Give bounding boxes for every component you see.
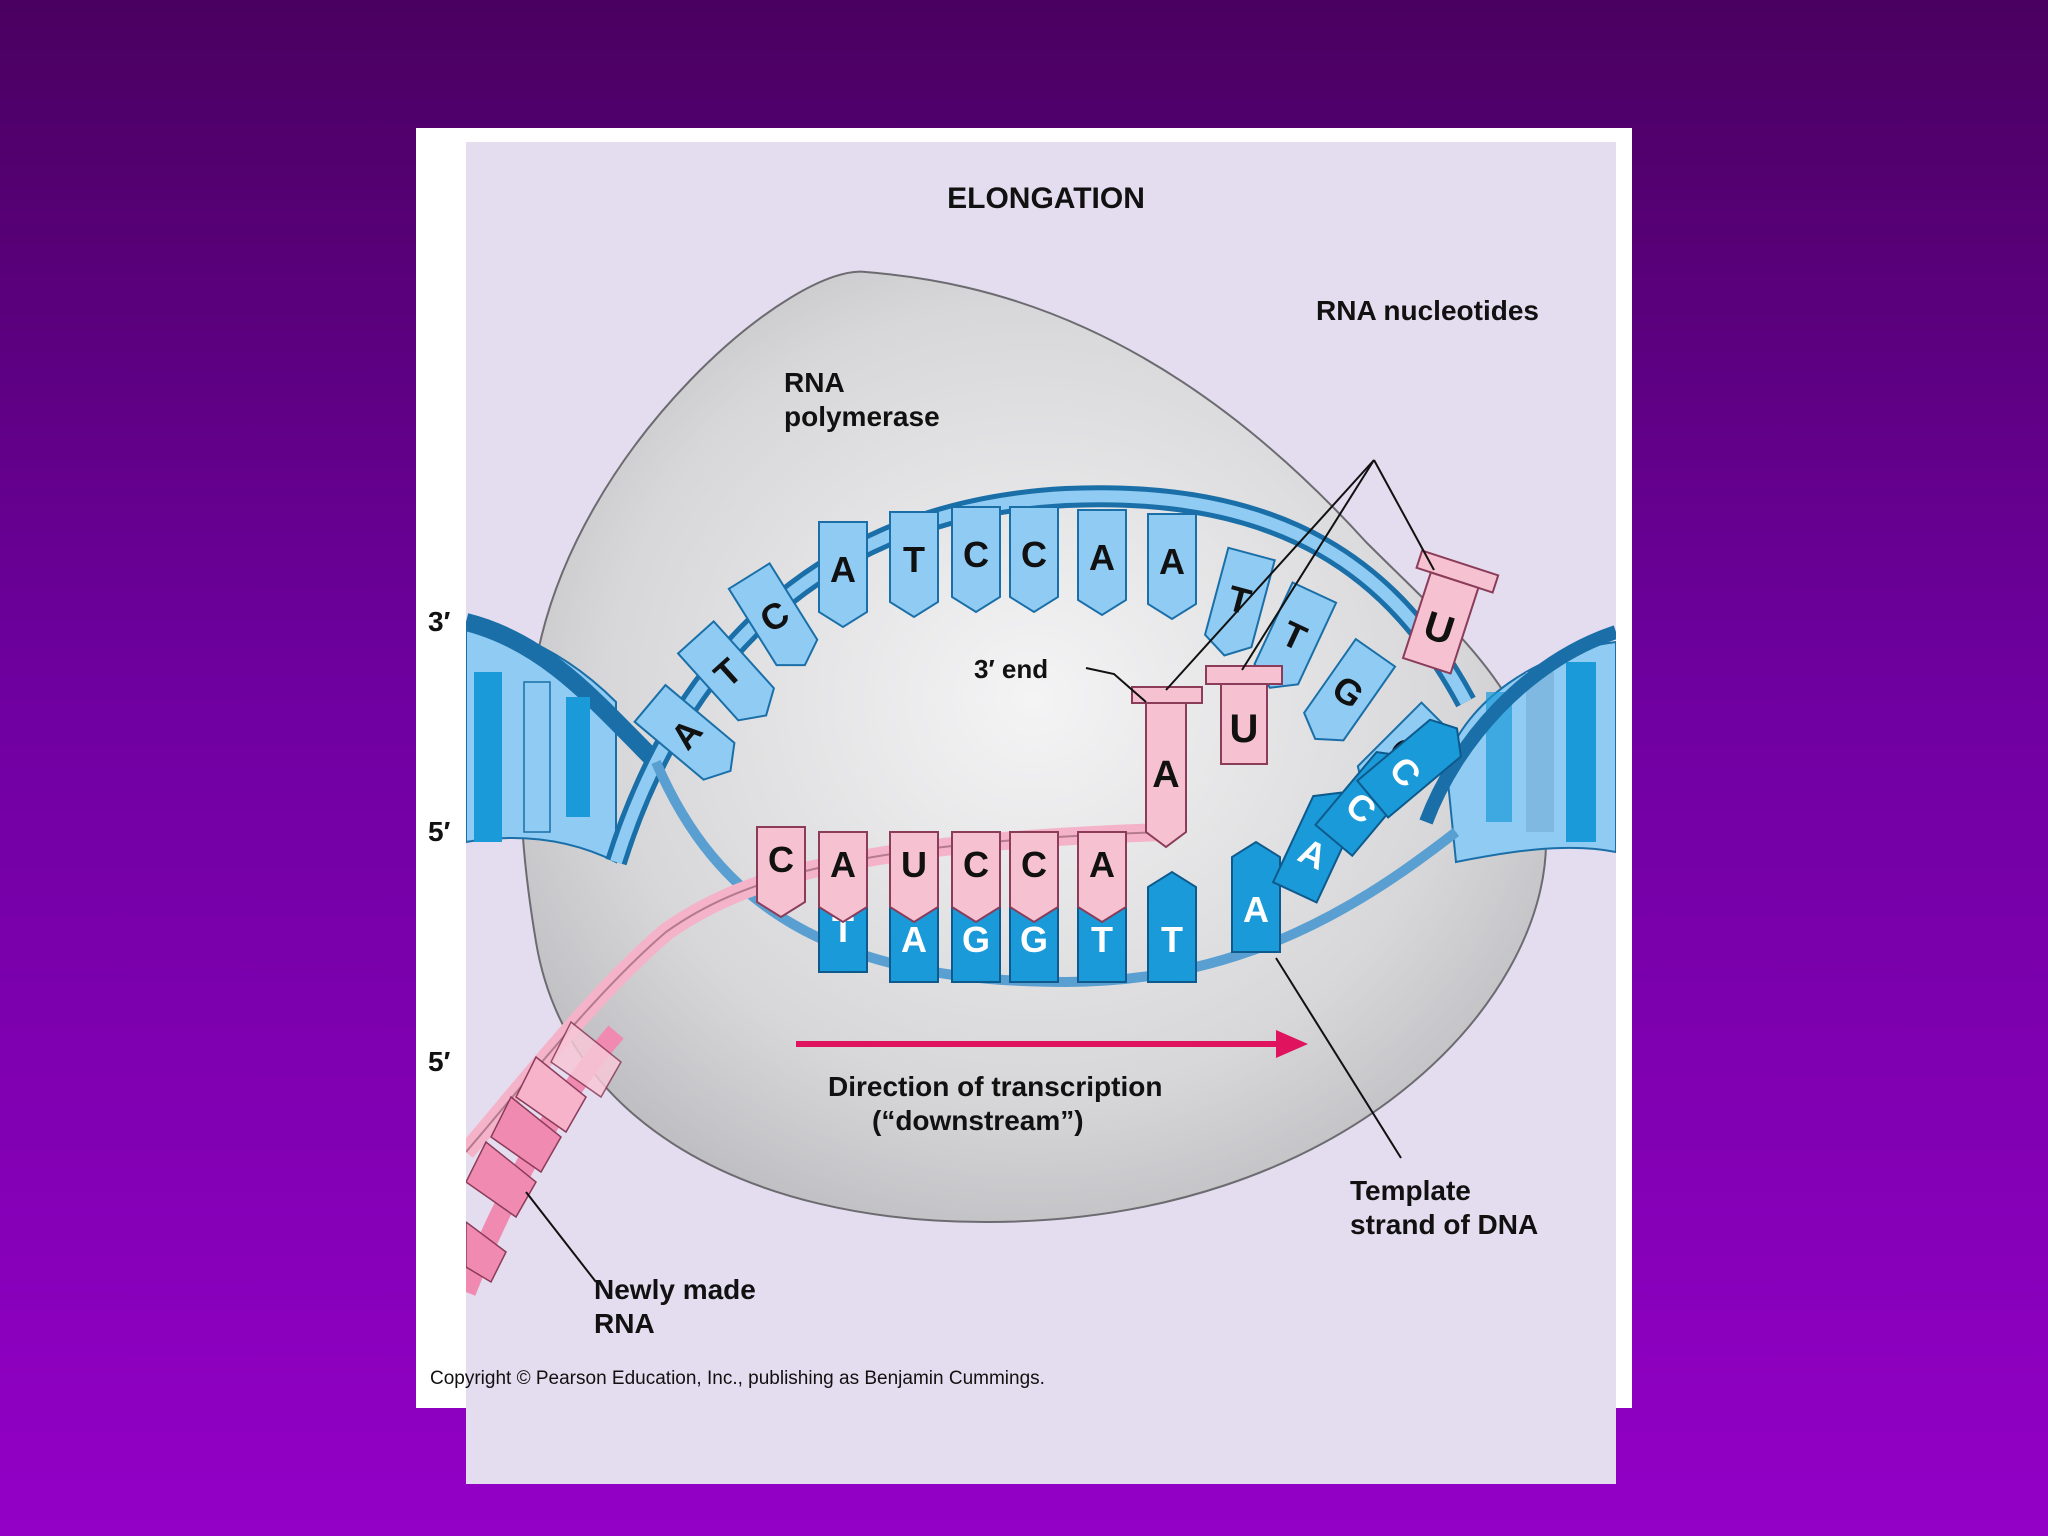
- rna-base-letter: A: [830, 844, 856, 885]
- direction-arrow: [796, 1030, 1308, 1058]
- coding-base: T: [889, 511, 939, 619]
- rna-polymerase-label-line1: RNA: [784, 367, 845, 398]
- rna-base: C: [756, 826, 806, 919]
- rna-base-letter: C: [1021, 844, 1047, 885]
- rna-base-letter: C: [963, 844, 989, 885]
- coding-base: A: [633, 683, 736, 781]
- three-prime-end-label: 3′ end: [974, 654, 1048, 684]
- template-label-line2: strand of DNA: [1350, 1209, 1538, 1240]
- rna-nucleotides-label: RNA nucleotides: [1316, 295, 1539, 326]
- end-label-5prime-bottom: 5′: [428, 1046, 451, 1077]
- copyright-notice: Copyright © Pearson Education, Inc., pub…: [430, 1368, 1045, 1389]
- coding-base: C: [1009, 506, 1059, 614]
- diagram-title: ELONGATION: [947, 182, 1145, 215]
- template-base-letter: A: [901, 919, 927, 960]
- coding-base-letter: A: [1159, 541, 1185, 582]
- coding-base-letter: A: [1089, 537, 1115, 578]
- template-strand-backbone: [651, 760, 1460, 988]
- coding-base: A: [818, 521, 868, 629]
- incoming-nucleotide-u-2: U: [1401, 549, 1500, 675]
- coding-base-letter: T: [903, 539, 925, 580]
- rna-base-letter: U: [901, 844, 927, 885]
- rna-polymerase-label-line2: polymerase: [784, 401, 940, 432]
- coding-base: A: [1147, 513, 1197, 621]
- newly-made-rna-label-line2: RNA: [594, 1308, 655, 1339]
- left-dna-helix: [466, 613, 663, 864]
- coding-base: C: [951, 506, 1001, 614]
- coding-base: C: [727, 562, 819, 667]
- incoming-nucleotide-u-1: U: [1205, 665, 1283, 765]
- rna-base: C: [951, 831, 1001, 924]
- template-base-letter: A: [1243, 889, 1269, 930]
- rna-3prime-end-nucleotide: A: [1131, 686, 1203, 849]
- coding-base-letter: A: [830, 549, 856, 590]
- template-base-letter: T: [1091, 919, 1113, 960]
- right-dna-helix: [1419, 625, 1616, 864]
- template-base-letter: G: [962, 919, 990, 960]
- template-base: T: [1147, 870, 1197, 983]
- template-label-line1: Template: [1350, 1175, 1471, 1206]
- template-base-letter: G: [1020, 919, 1048, 960]
- newly-made-rna-segment: [466, 1020, 624, 1296]
- rna-3prime-end-letter: A: [1152, 754, 1179, 796]
- rna-base: A: [1077, 831, 1127, 924]
- rna-base-letter: A: [1089, 844, 1115, 885]
- newly-made-rna-label-line1: Newly made: [594, 1274, 756, 1305]
- template-base: C: [1355, 718, 1462, 819]
- coding-base: A: [1077, 509, 1127, 617]
- direction-label-line2: (“downstream”): [872, 1105, 1084, 1136]
- end-label-3prime-top: 3′: [428, 606, 451, 637]
- coding-base: T: [676, 619, 776, 722]
- coding-base-letter: C: [1021, 534, 1047, 575]
- end-label-5prime-mid: 5′: [428, 816, 451, 847]
- coding-base: T: [1253, 581, 1338, 689]
- incoming-nucleotide-letter-1: U: [1230, 707, 1259, 751]
- rna-base-letter: C: [768, 839, 794, 880]
- rna-base: C: [1009, 831, 1059, 924]
- coding-base-letter: C: [963, 534, 989, 575]
- leader-lines: [525, 459, 1435, 1283]
- template-base: A: [1231, 840, 1281, 953]
- rna-base: U: [889, 831, 939, 924]
- template-base-letter: T: [1161, 919, 1183, 960]
- direction-label-line1: Direction of transcription: [828, 1071, 1162, 1102]
- coding-base: G: [1302, 637, 1397, 742]
- rna-base: A: [818, 831, 868, 924]
